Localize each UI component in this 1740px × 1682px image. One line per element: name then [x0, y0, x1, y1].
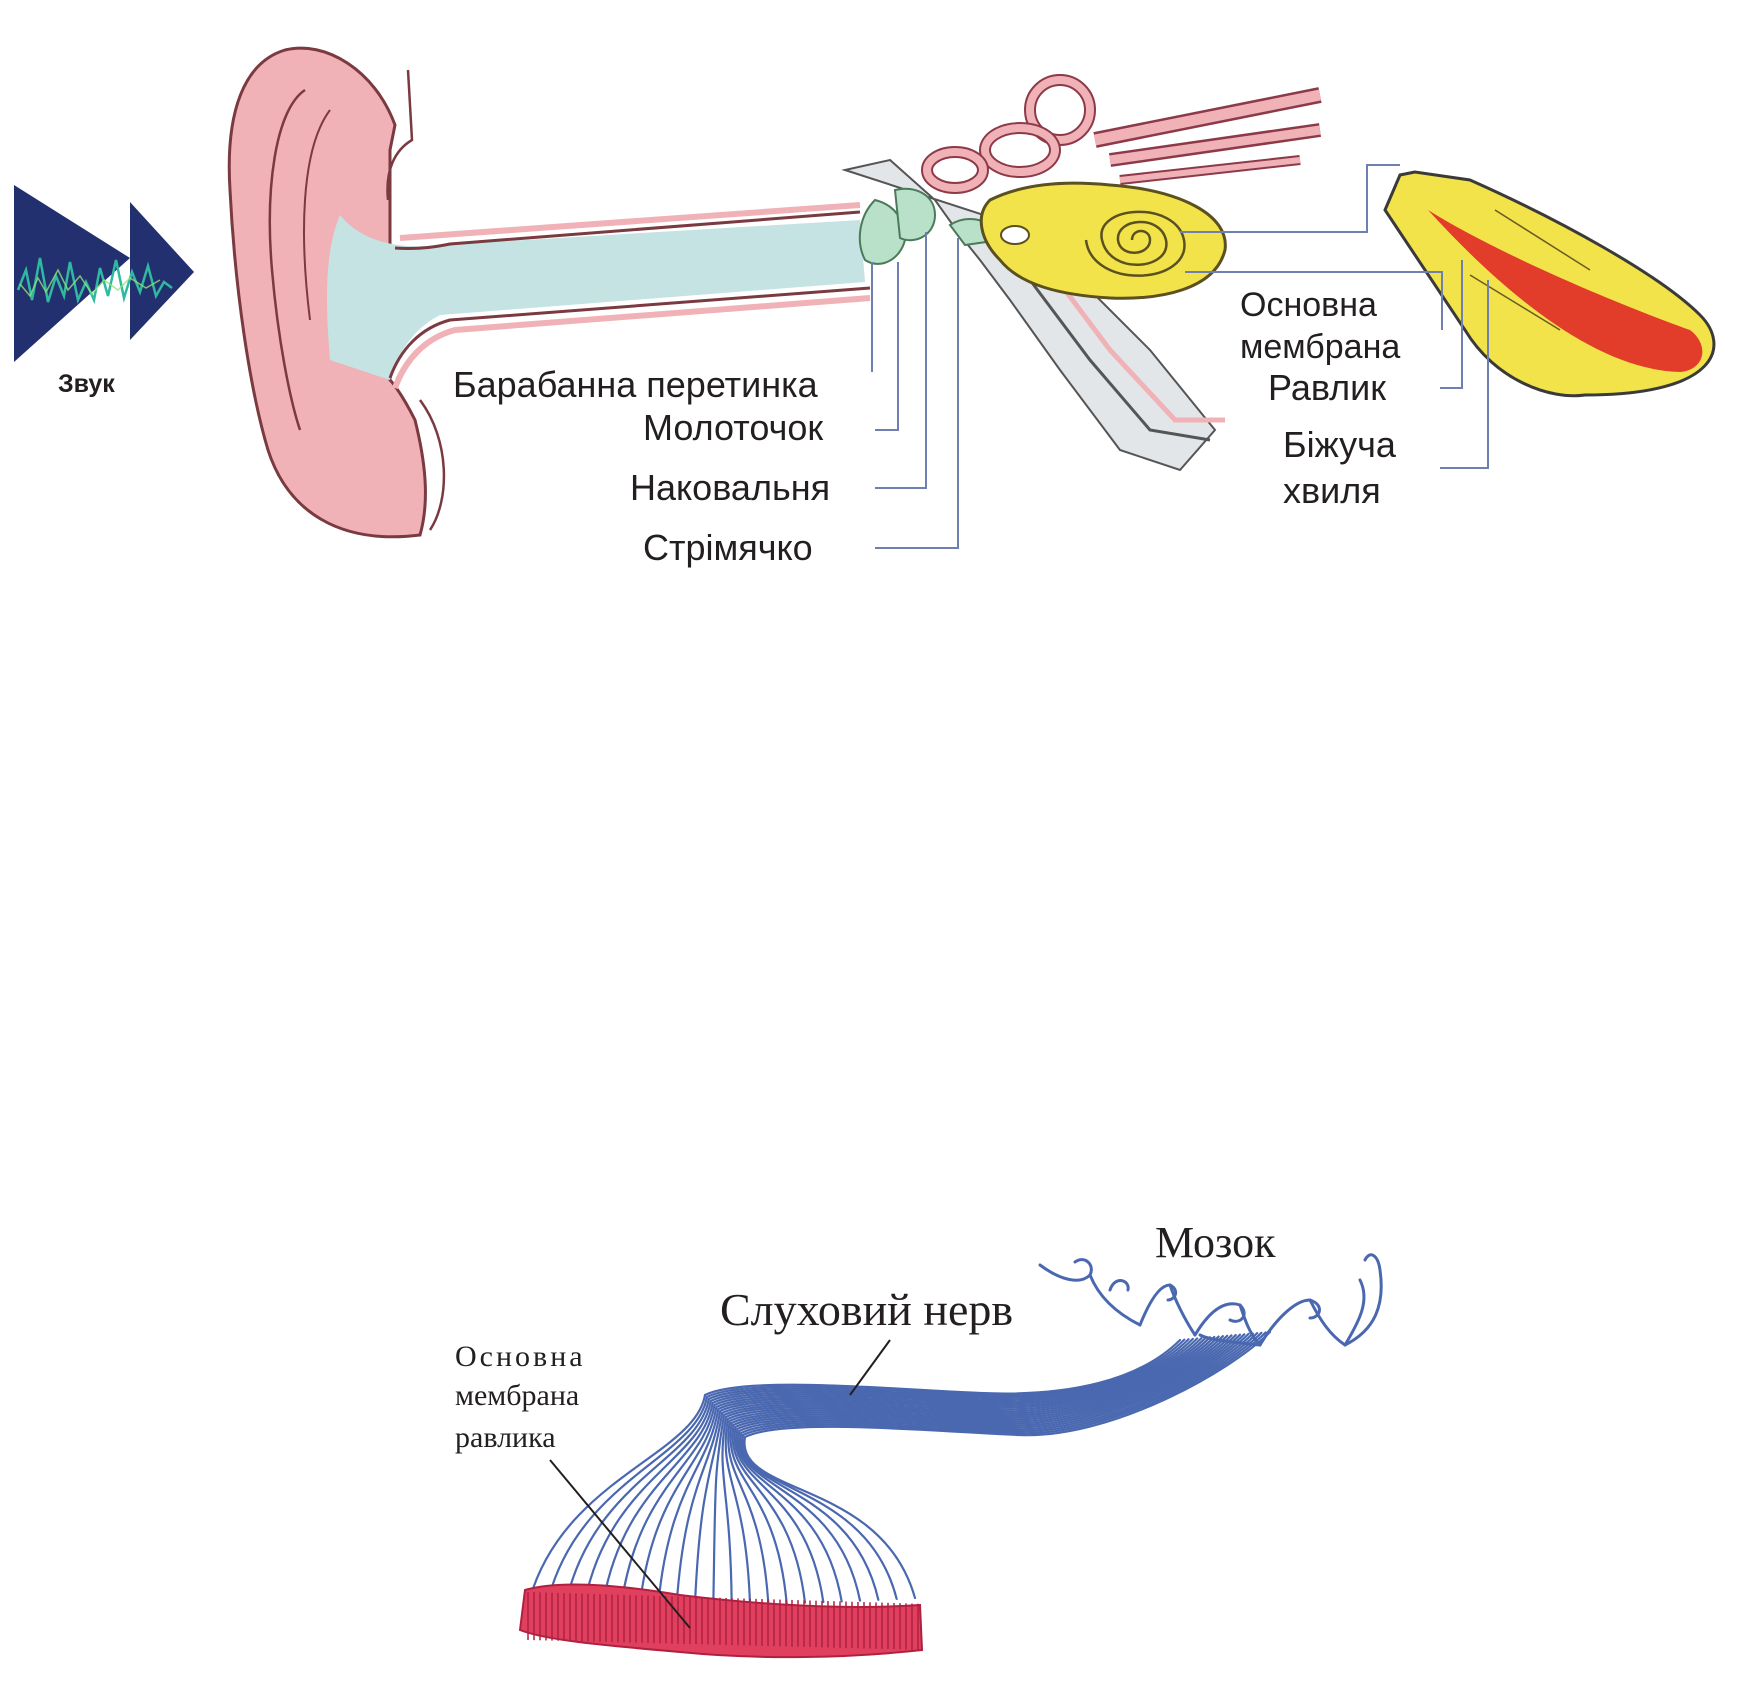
- membrane-hatching: [527, 1592, 919, 1650]
- label-auditory-nerve: Слуховий нерв: [720, 1284, 1013, 1335]
- nerve-fiber: [583, 1337, 1194, 1602]
- nerve-fiber: [657, 1336, 1212, 1605]
- label-hammer: Молоточок: [643, 407, 823, 448]
- nerve-fiber: [729, 1333, 1242, 1605]
- nerve-fiber: [735, 1332, 1254, 1603]
- nerve-fiber: [727, 1333, 1237, 1605]
- label-brain: Мозок: [1155, 1218, 1276, 1267]
- label-membrane-line1: Основна: [455, 1340, 586, 1373]
- travelling-wave: [1428, 210, 1703, 372]
- label-anvil: Наковальня: [630, 467, 830, 508]
- nerve-fiber: [731, 1333, 1246, 1604]
- uncoiled-cochlea: [1383, 170, 1716, 398]
- label-wave-line2: хвиля: [1283, 470, 1381, 511]
- semicircular-canals: [921, 74, 1322, 194]
- nerve-fiber: [721, 1334, 1229, 1606]
- nerve-fiber: [565, 1338, 1190, 1601]
- nerve-fiber: [724, 1334, 1233, 1605]
- nerve-fiber: [743, 1330, 1272, 1600]
- label-cochlea: Равлик: [1268, 367, 1386, 408]
- nerve-fiber: [620, 1337, 1203, 1604]
- nerve-fiber: [547, 1338, 1186, 1600]
- leader-membrane: [549, 1459, 691, 1629]
- nerve-fiber: [693, 1335, 1220, 1605]
- nerve-fiber: [737, 1332, 1259, 1602]
- label-eardrum: Барабанна перетинка: [453, 364, 819, 405]
- cochlea: [979, 181, 1227, 300]
- nerve-fiber: [675, 1335, 1216, 1605]
- label-basilar-line1: Основна: [1240, 286, 1377, 324]
- ear-canal: [327, 215, 865, 380]
- auditory-nerve-figure: Мозок Слуховий нерв Основна мембрана рав…: [455, 1218, 1383, 1659]
- label-membrane-line3: равлика: [455, 1421, 556, 1454]
- nerve-fiber: [712, 1335, 1224, 1606]
- auditory-nerve-fibers: [528, 1330, 1272, 1606]
- leader-nerve: [849, 1339, 891, 1396]
- sound-wave-arrow-icon: [14, 185, 194, 362]
- nerve-fiber: [739, 1331, 1263, 1601]
- sound-label: Звук: [58, 370, 115, 398]
- nerve-fiber: [602, 1337, 1199, 1603]
- basilar-membrane: [518, 1583, 924, 1659]
- label-basilar-line2: мембрана: [1240, 328, 1400, 366]
- label-membrane-line2: мембрана: [455, 1379, 579, 1412]
- leader-lines: [871, 164, 1489, 549]
- nerve-fiber: [638, 1336, 1207, 1604]
- label-stirrup: Стрімячко: [643, 527, 813, 568]
- label-wave-line1: Біжуча: [1283, 424, 1397, 465]
- nerve-fiber: [741, 1331, 1267, 1600]
- nerve-fiber: [733, 1332, 1250, 1604]
- ear-anatomy-figure: Звук: [14, 46, 1716, 568]
- nerve-fiber: [528, 1338, 1182, 1600]
- brain-dendrites: [1038, 1253, 1383, 1347]
